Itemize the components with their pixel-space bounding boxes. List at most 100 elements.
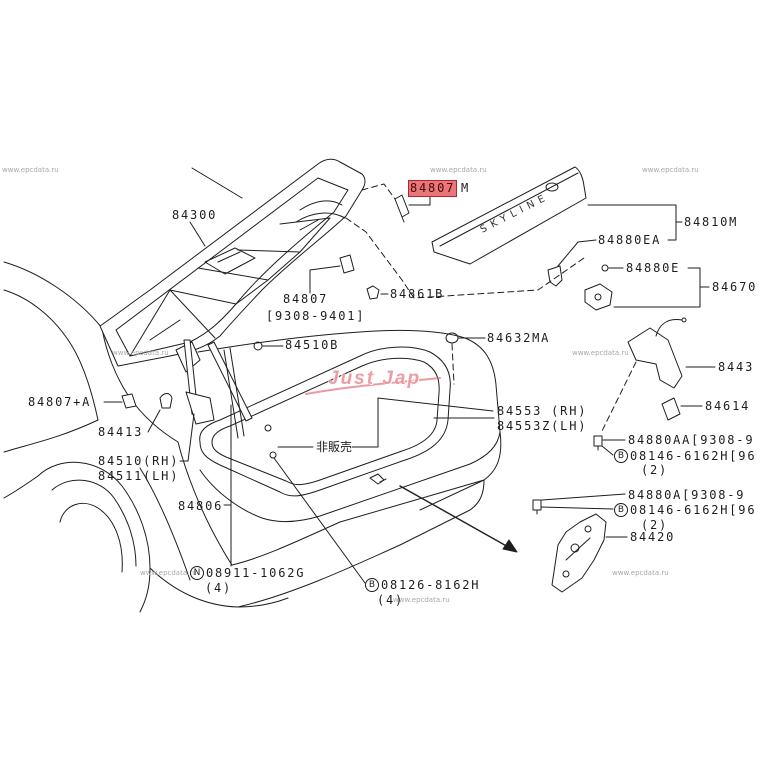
callout-84510-rh: 84510(RH) bbox=[98, 454, 180, 468]
fastener-number: 08146-6162H[96 bbox=[630, 503, 757, 517]
lock-dashed-line bbox=[600, 361, 637, 434]
dashed-relation-lines bbox=[345, 183, 637, 434]
finisher-inner-line bbox=[439, 172, 579, 247]
bulb-dashed-line bbox=[361, 183, 396, 200]
callout-not-sold: 非販売 bbox=[316, 440, 353, 454]
grommet-84632ma bbox=[445, 332, 459, 344]
rear-face-lower-edge bbox=[199, 431, 501, 523]
lock-slot bbox=[379, 478, 387, 483]
callout-84810m: 84810M bbox=[684, 215, 739, 229]
finisher-dashed-outline bbox=[345, 217, 585, 299]
lock-cable bbox=[655, 319, 683, 337]
bolt-upper bbox=[264, 424, 272, 432]
fastener-prefix-circle: B bbox=[365, 578, 379, 592]
bracket-hole-2 bbox=[584, 525, 592, 533]
lid-hinge-arm-2 bbox=[295, 212, 346, 223]
lid-handle bbox=[204, 247, 256, 275]
lid-outer-outline bbox=[99, 158, 366, 367]
highlighted-callout: 84807 bbox=[408, 180, 458, 197]
direction-arrow bbox=[399, 485, 518, 553]
tire-line bbox=[59, 503, 123, 573]
fastener-quantity: (2) bbox=[641, 518, 669, 532]
lamp-84807 bbox=[339, 254, 355, 274]
lid-brace-2 bbox=[169, 289, 237, 305]
bolt-84880a bbox=[532, 499, 542, 515]
arrow-head bbox=[502, 539, 518, 553]
bracket-84420 bbox=[551, 513, 607, 593]
callout-84420: 84420 bbox=[630, 530, 676, 544]
watermark-text: www.epcdata.ru bbox=[2, 166, 59, 174]
lamp-84807a-shape bbox=[121, 393, 137, 409]
arrow-shaft bbox=[399, 485, 511, 549]
leader-84553 bbox=[351, 397, 495, 448]
part-84614-shape bbox=[661, 397, 681, 421]
fastener-number: 08126-8162H bbox=[381, 578, 481, 592]
lock-8443 bbox=[627, 327, 683, 389]
watermark-text: www.epcdata.ru bbox=[393, 596, 450, 604]
callout-84553-rh: 84553 (RH) bbox=[497, 404, 588, 418]
leader-84880a bbox=[540, 493, 626, 510]
lock-cylinder-hole bbox=[369, 473, 385, 485]
leader-lines bbox=[103, 196, 716, 584]
callout-84614: 84614 bbox=[705, 399, 751, 413]
rear-window-edge bbox=[191, 167, 243, 199]
sill-line bbox=[3, 475, 39, 499]
bulb-84807m bbox=[394, 194, 410, 223]
fastener-quantity: (2) bbox=[641, 463, 669, 477]
callout-84511-lh: 84511(LH) bbox=[98, 469, 180, 483]
fastener-prefix-circle: B bbox=[614, 449, 628, 463]
callout-84880ea: 84880EA bbox=[598, 233, 662, 247]
c-pillar-line bbox=[3, 289, 99, 421]
leader-84880ea bbox=[557, 239, 597, 267]
bracket-hole-1 bbox=[570, 543, 580, 553]
screw-84880e bbox=[601, 264, 609, 272]
callout-84861b: 84861B bbox=[390, 287, 445, 301]
finisher-panel bbox=[431, 166, 587, 265]
rear-face-left-edge bbox=[177, 441, 233, 566]
clip-84880ea bbox=[547, 265, 563, 287]
leader-84880aa bbox=[601, 439, 626, 456]
watermark-text: www.epcdata.ru bbox=[572, 349, 629, 357]
bracket-hole-3 bbox=[562, 570, 570, 578]
just-jap-logo: Just Jap bbox=[328, 368, 422, 389]
striker-hole bbox=[594, 293, 602, 301]
callout-84670: 84670 bbox=[712, 280, 758, 294]
callout-84553z-lh: 84553Z(LH) bbox=[497, 419, 588, 433]
lock-cable-end bbox=[681, 317, 687, 323]
bracket-84420-rib bbox=[565, 537, 591, 561]
lid-reinforcement bbox=[149, 219, 319, 341]
watermark-text: www.epcdata.ru bbox=[140, 569, 197, 577]
striker-84670 bbox=[584, 283, 613, 311]
callout-84806: 84806 bbox=[178, 499, 224, 513]
callout-84880aa: 84880AA[9308-9 bbox=[628, 433, 755, 447]
finisher-parts-drawing bbox=[339, 166, 687, 593]
torsion-rod bbox=[223, 347, 245, 439]
trunk-lid-drawing bbox=[99, 158, 366, 367]
bolt-84510b bbox=[253, 341, 263, 351]
callout-84880a: 84880A[9308-9 bbox=[628, 488, 746, 502]
leader-84807m bbox=[408, 196, 431, 206]
weatherstrip-outer bbox=[199, 346, 451, 497]
leader-84807 bbox=[309, 265, 341, 294]
fastener-prefix-circle: B bbox=[614, 503, 628, 517]
lid-hinge-arm-1 bbox=[299, 200, 343, 211]
bumper-corner bbox=[139, 467, 191, 581]
strut-parts-drawing bbox=[121, 339, 277, 459]
weatherstrip-inner bbox=[211, 357, 440, 486]
watermark-text: www.epcdata.ru bbox=[430, 166, 487, 174]
callout-84880e: 84880E bbox=[626, 261, 681, 275]
bolt-84880aa bbox=[593, 435, 603, 451]
watermark-text: www.epcdata.ru bbox=[112, 349, 169, 357]
logo-swoosh bbox=[305, 377, 441, 395]
gas-strut-lh bbox=[207, 341, 253, 422]
bumper-lower-edge bbox=[149, 567, 289, 608]
wheel-arch-outer bbox=[37, 461, 151, 613]
highlighted-callout-suffix: M bbox=[461, 181, 469, 195]
callout-84413: 84413 bbox=[98, 425, 144, 439]
callout-84807: 84807 bbox=[283, 292, 329, 306]
callout-84632ma: 84632MA bbox=[487, 331, 551, 345]
leader-84670 bbox=[613, 267, 710, 308]
leader-84810m bbox=[587, 204, 683, 241]
